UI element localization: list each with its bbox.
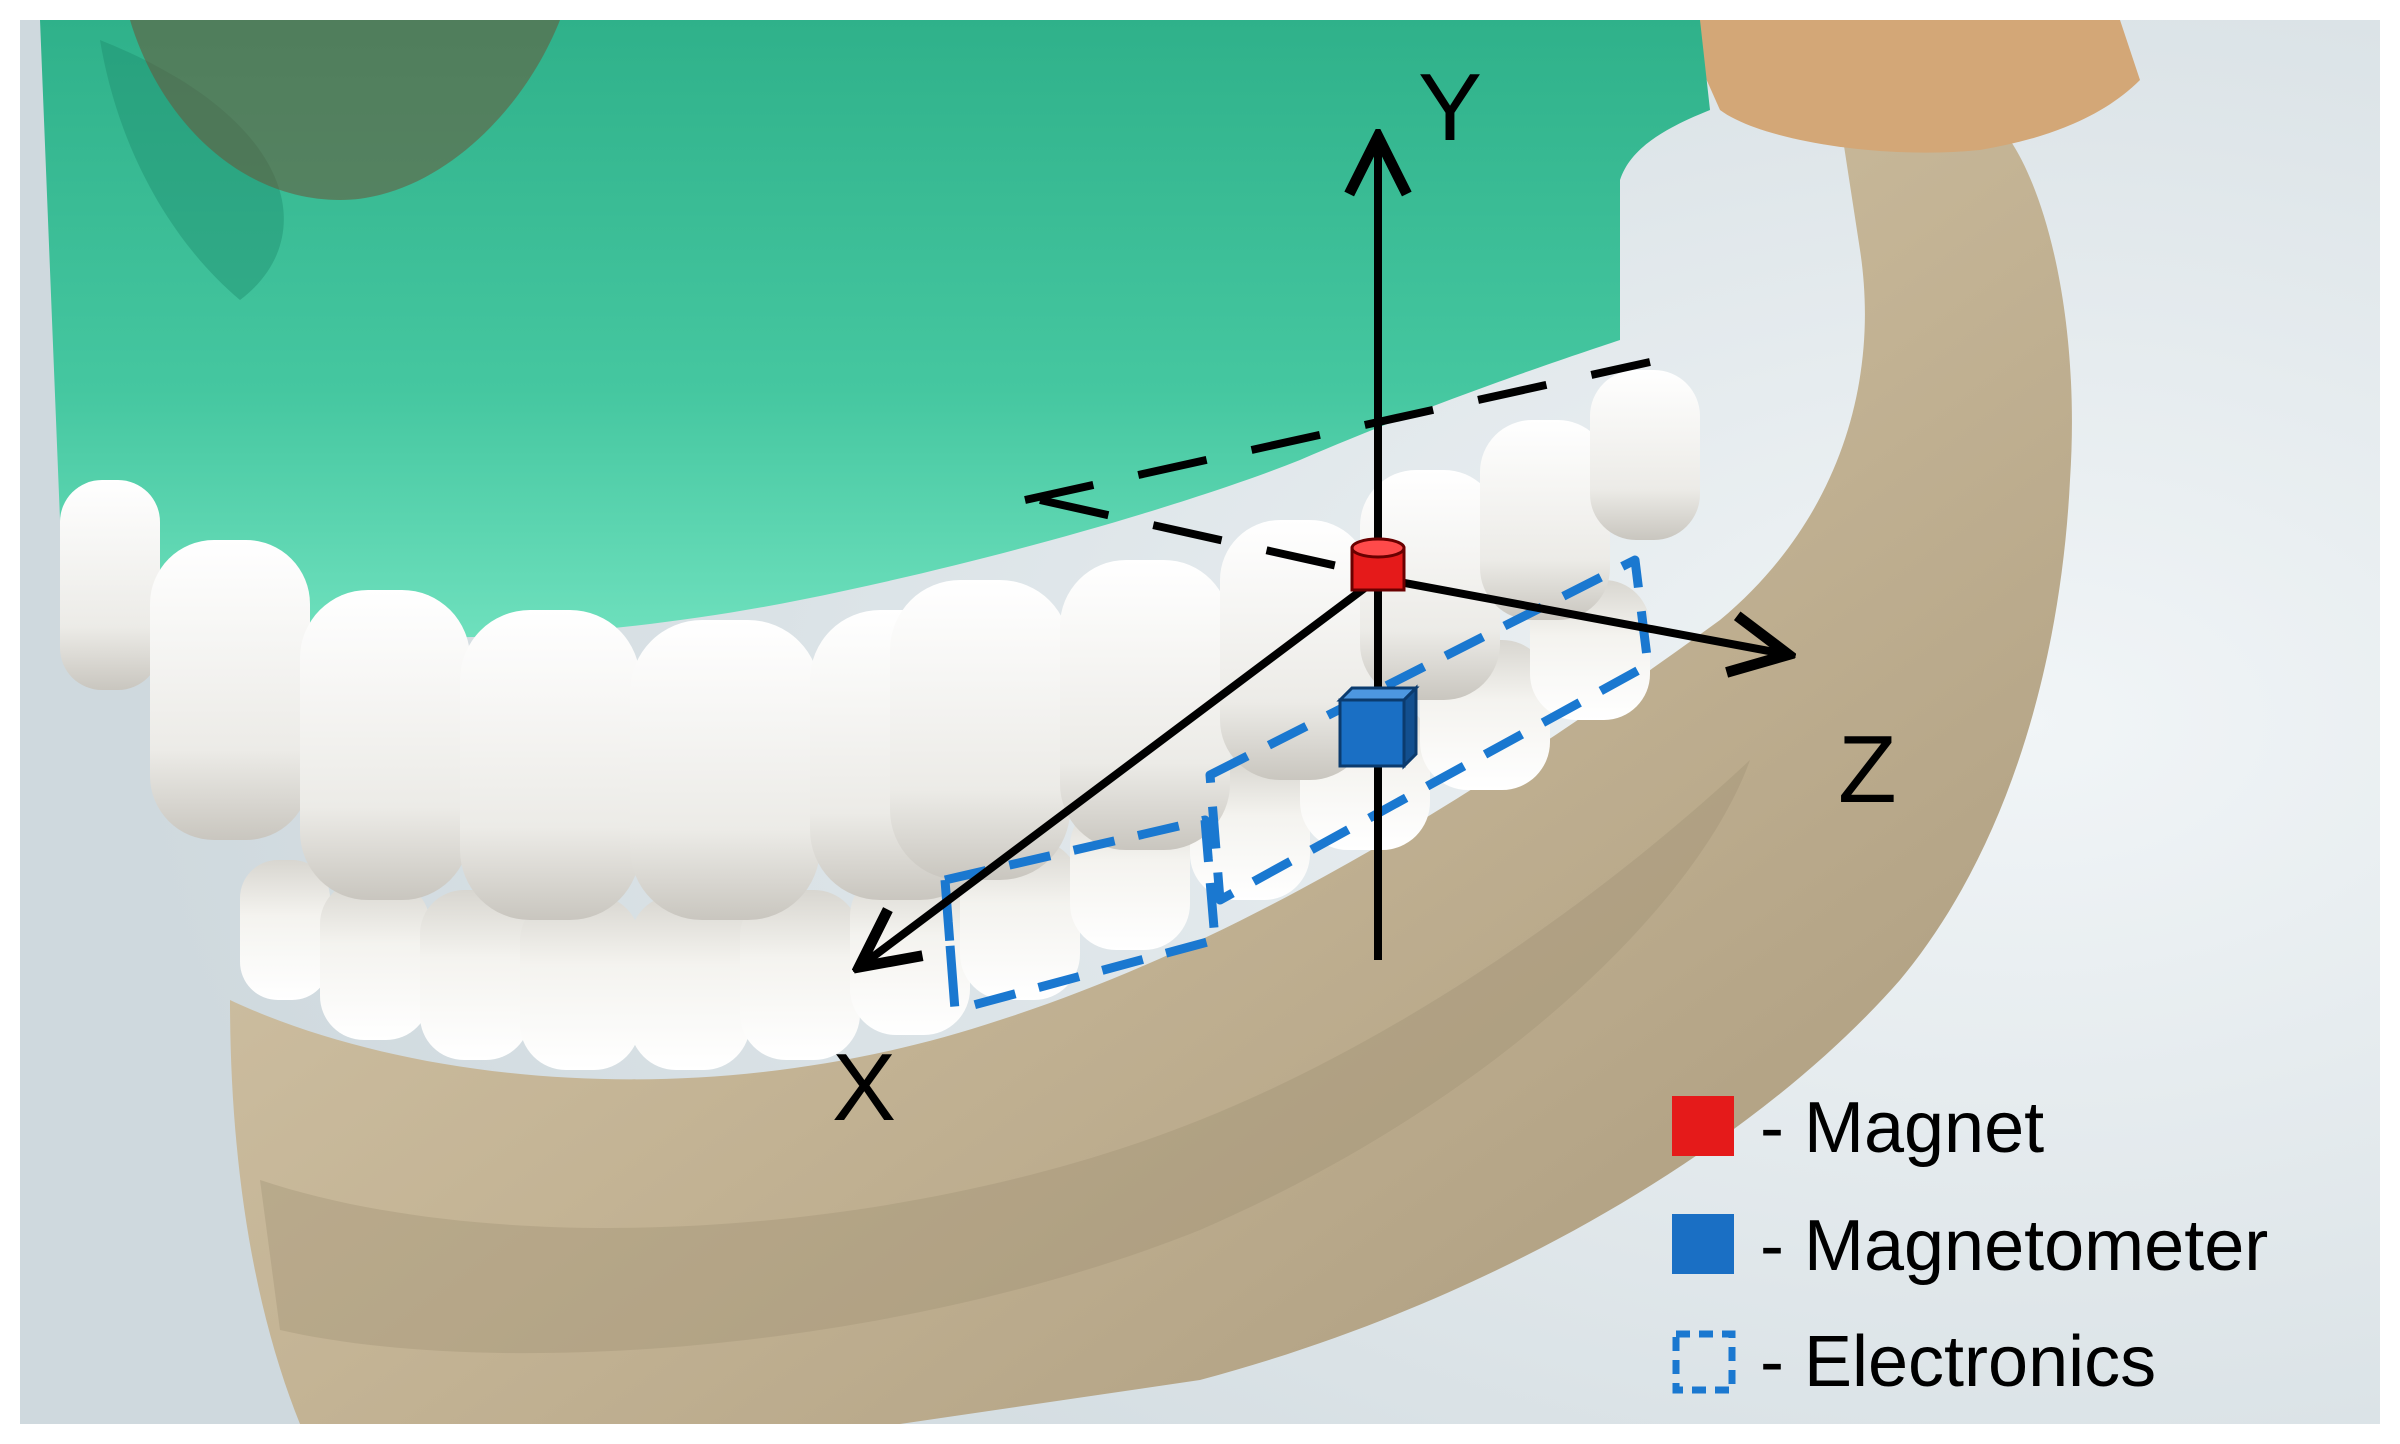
- condyle: [1680, 20, 2140, 153]
- mandible-shadow: [260, 760, 1750, 1354]
- legend-label-magnet: - Magnet: [1760, 1088, 2044, 1168]
- y-axis-label: Y: [1418, 54, 1482, 161]
- legend-label-magnetometer: - Magnetometer: [1760, 1206, 2268, 1286]
- x-axis-label: X: [832, 1034, 896, 1141]
- nasal-shadow: [130, 20, 560, 200]
- mandible: [230, 102, 2072, 1425]
- upper-jaw-shading: [100, 40, 284, 300]
- magnet-swatch: [1672, 1096, 1734, 1156]
- dashed-reference-axis: [1024, 358, 1651, 504]
- legend-label-electronics: - Electronics: [1760, 1322, 2156, 1402]
- legend-item-magnetometer: - Magnetometer: [1672, 1206, 2268, 1286]
- electronics-swatch: [1672, 1330, 1736, 1394]
- z-axis-label: Z: [1838, 716, 1897, 823]
- legend-item-electronics: - Electronics: [1672, 1322, 2156, 1402]
- legend-item-magnet: - Magnet: [1672, 1088, 2044, 1168]
- magnetometer-marker: [1336, 684, 1420, 770]
- upper-jaw: [40, 20, 1710, 638]
- magnetometer-swatch: [1672, 1214, 1734, 1274]
- z-axis: [1377, 574, 1785, 654]
- dashed-reference-axis-2: [1039, 496, 1379, 579]
- magnet-marker: [1350, 537, 1406, 592]
- legend: - Magnet - Magnetometer - Electronics: [1672, 1088, 2268, 1402]
- x-axis: [862, 574, 1381, 965]
